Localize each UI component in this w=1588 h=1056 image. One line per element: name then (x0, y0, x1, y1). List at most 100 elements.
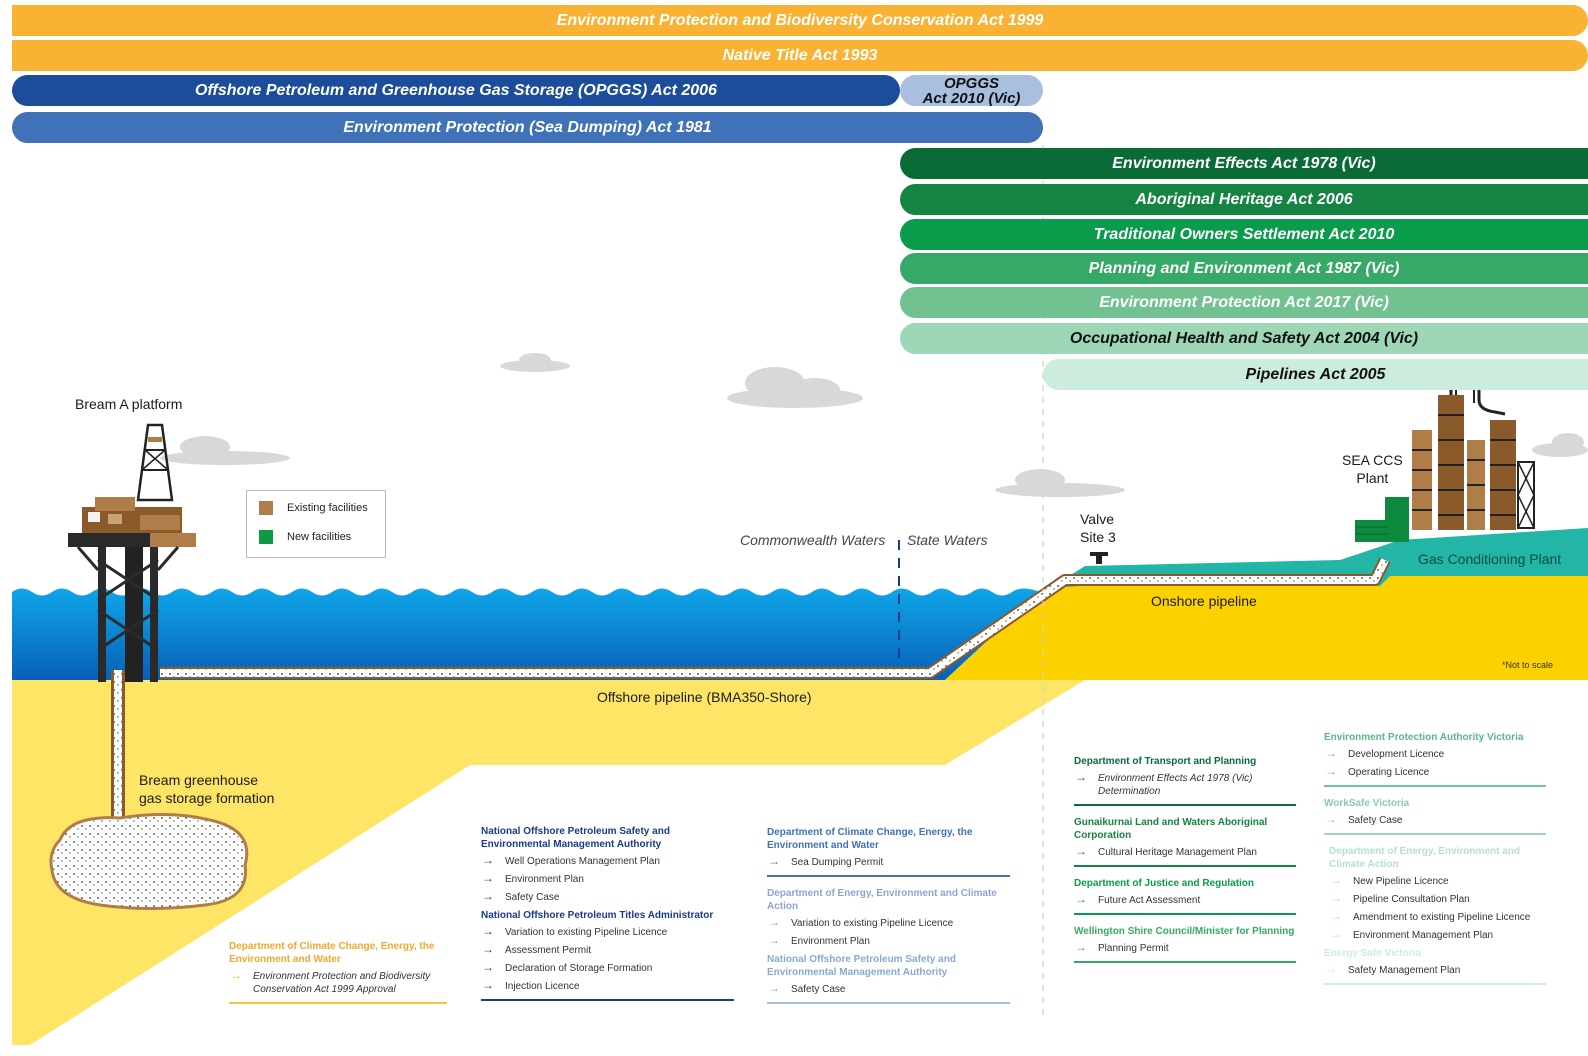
clouds (160, 353, 1588, 497)
approval-item-text: Safety Management Plan (1348, 965, 1461, 976)
authority-dcceew-sea: Department of Climate Change, Energy, th… (767, 826, 1010, 1014)
approval-item: → Cultural Heritage Management Plan (1074, 844, 1296, 859)
authority-heading-wellington: Wellington Shire Council/Minister for Pl… (1074, 926, 1295, 937)
arrow-icon: → (482, 978, 494, 992)
authority-heading-nopsema-state: National Offshore Petroleum Safety and E… (767, 954, 956, 978)
valve-site-label: Valve Site 3 (1080, 510, 1116, 546)
block-rule (1074, 865, 1296, 867)
approval-item: →Variation to existing Pipeline Licence (481, 924, 734, 939)
authority-onshore-column: Environment Protection Authority Victori… (1324, 731, 1546, 995)
approval-item: → Sea Dumping Permit (767, 854, 1010, 869)
valve-site-line2: Site 3 (1080, 529, 1116, 545)
approval-item: →Environment Effects Act 1978 (Vic) Dete… (1074, 771, 1296, 798)
onshore-ground-teal (1050, 528, 1588, 588)
approval-item-text: Safety Case (1348, 815, 1403, 826)
storage-formation (49, 812, 249, 910)
authority-heading-energy-safe: Energy Safe Victoria (1324, 948, 1422, 959)
arrow-icon: → (1075, 940, 1087, 954)
approval-item-text: Planning Permit (1098, 943, 1169, 954)
approval-item-text: Development Licence (1348, 749, 1445, 760)
authority-heading-deeca: Department of Energy, Environment and Cl… (767, 888, 997, 912)
legend-new-swatch (259, 530, 273, 544)
approval-item: → Planning Permit (1074, 940, 1296, 955)
approval-item-text: Safety Case (505, 892, 560, 903)
arrow-icon: → (1325, 962, 1337, 976)
approval-item-text: New Pipeline Licence (1353, 876, 1449, 887)
sea-water (12, 588, 1040, 680)
arrow-icon: → (1325, 812, 1337, 826)
approval-item-text: Variation to existing Pipeline Licence (791, 918, 954, 929)
approval-item-text: Environment Plan (791, 936, 870, 947)
facilities-legend: Existing facilities New facilities (246, 490, 386, 558)
block-rule (1324, 785, 1546, 787)
act-opggs-vic-line2: Act 2010 (Vic) (922, 89, 1021, 107)
approval-item-text: Cultural Heritage Management Plan (1098, 847, 1257, 858)
sea-ccs-plant (1355, 363, 1535, 542)
seabed-sand (12, 680, 1085, 1045)
approval-item: →New Pipeline Licence (1329, 874, 1546, 888)
gas-conditioning-label: Gas Conditioning Plant (1418, 551, 1562, 567)
bream-platform (68, 423, 196, 682)
approval-item: → Future Act Assessment (1074, 892, 1296, 907)
approval-item: → Variation to existing Pipeline Licence (767, 915, 1010, 930)
arrow-icon: → (1330, 891, 1342, 905)
approval-item: → Declaration of Storage Formation (481, 960, 734, 975)
authority-dcceew-epbc: Department of Climate Change, Energy, th… (229, 940, 447, 1014)
act-opggs-vic-line1: OPGGS (943, 74, 999, 92)
approval-item-text: Assessment Permit (505, 945, 592, 956)
approval-item: → Operating Licence (1324, 764, 1546, 779)
approval-item-text: Sea Dumping Permit (791, 857, 884, 868)
valve-site-line1: Valve (1080, 511, 1114, 527)
authority-heading-dtp: Department of Transport and Planning (1074, 756, 1257, 767)
approval-item: → Injection Licence (481, 978, 734, 993)
offshore-pipeline-label: Offshore pipeline (BMA350-Shore) (597, 689, 812, 705)
approval-item: →Environment Plan (481, 871, 734, 886)
act-epbc-bar: Environment Protection and Biodiversity … (12, 5, 1588, 36)
block-rule (229, 1002, 447, 1004)
arrow-icon: → (482, 960, 494, 974)
arrow-icon: → (482, 871, 494, 885)
legend-existing-swatch (259, 501, 273, 515)
arrow-icon: → (1325, 746, 1337, 760)
approval-item-text: Environment Protection and Biodiversity … (253, 971, 431, 995)
approval-item-text: Declaration of Storage Formation (505, 963, 653, 974)
block-rule (767, 875, 1010, 877)
arrow-icon: → (1325, 764, 1337, 778)
block-rule (1324, 983, 1546, 985)
legend-new: New facilities (259, 530, 351, 544)
authority-heading-epa: Environment Protection Authority Victori… (1324, 732, 1524, 743)
sea-ccs-label: SEA CCS Plant (1342, 451, 1403, 487)
approval-item: →Environment Protection and Biodiversity… (229, 969, 447, 996)
approval-item-text: Future Act Assessment (1098, 895, 1201, 906)
arrow-icon: → (482, 942, 494, 956)
approval-item-text: Environment Effects Act 1978 (Vic) Deter… (1098, 773, 1253, 797)
authority-heading-glawac: Gunaikurnai Land and Waters Aboriginal C… (1074, 817, 1268, 841)
block-rule (481, 999, 734, 1001)
block-rule (1074, 804, 1296, 806)
act-env-effects-bar: Environment Effects Act 1978 (Vic) (900, 148, 1588, 179)
arrow-icon: → (482, 924, 494, 938)
act-opggs-vic-bar: OPGGS Act 2010 (Vic) (900, 75, 1043, 106)
approval-item-text: Environment Management Plan (1353, 930, 1494, 941)
arrow-icon: → (768, 854, 780, 868)
storage-formation-label: Bream greenhouse gas storage formation (139, 771, 274, 807)
onshore-land (945, 576, 1588, 680)
authority-state-column: Department of Transport and Planning →En… (1074, 755, 1296, 973)
legend-existing: Existing facilities (259, 501, 368, 515)
arrow-icon: → (482, 853, 494, 867)
block-rule (1324, 833, 1546, 835)
arrow-icon: → (768, 981, 780, 995)
approval-item-text: Amendment to existing Pipeline Licence (1353, 912, 1531, 923)
act-planning-env-bar: Planning and Environment Act 1987 (Vic) (900, 253, 1588, 284)
authority-heading: Department of Climate Change, Energy, th… (767, 827, 973, 851)
arrow-icon: → (1075, 892, 1087, 906)
act-native-title-bar: Native Title Act 1993 (12, 40, 1588, 71)
sea-ccs-line2: Plant (1356, 470, 1389, 486)
bream-platform-label: Bream A platform (75, 396, 183, 412)
approval-item-text: Operating Licence (1348, 767, 1430, 778)
approval-item-text: Injection Licence (505, 981, 580, 992)
authority-heading-worksafe: WorkSafe Victoria (1324, 798, 1410, 809)
arrow-icon: → (768, 915, 780, 929)
arrow-icon: → (1075, 844, 1087, 858)
